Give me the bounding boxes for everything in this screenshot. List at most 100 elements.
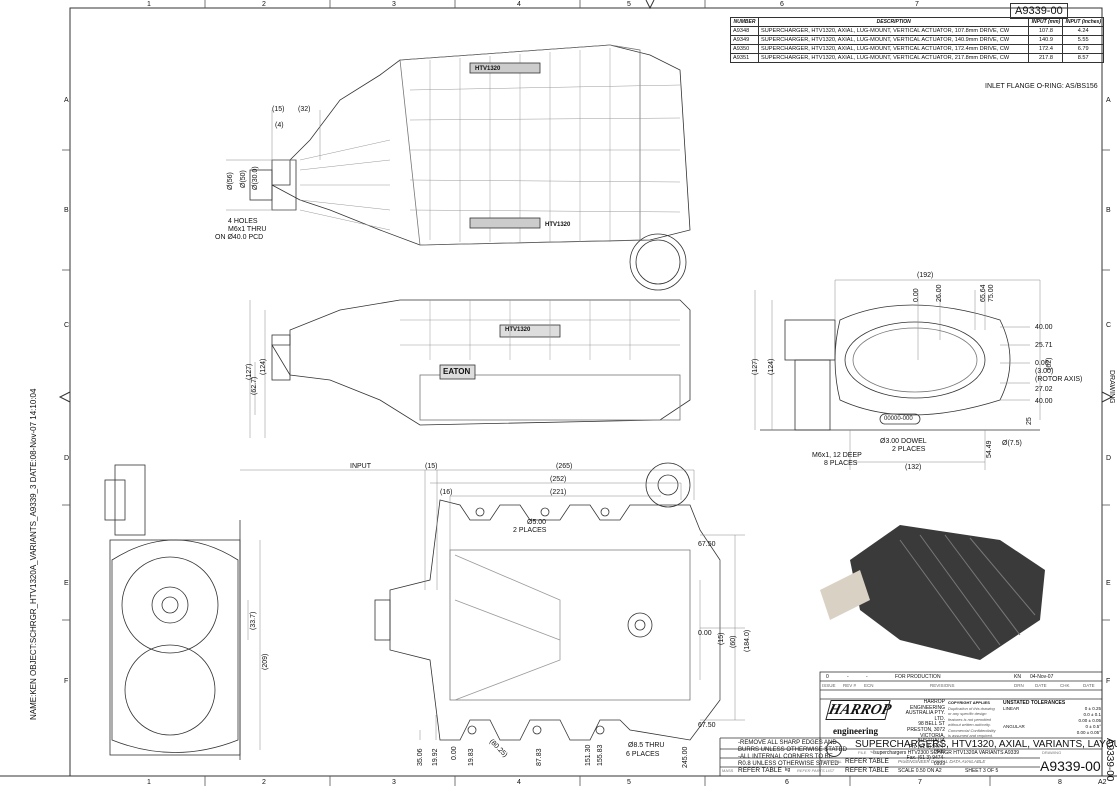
note: M6x1, 12 DEEP <box>812 452 862 459</box>
col-label: 7 <box>915 1 919 8</box>
projection-symbol <box>826 741 842 757</box>
model-label: HTV1320 <box>545 222 571 228</box>
row-label: B <box>1106 207 1111 214</box>
material: REFER TABLE <box>845 758 889 765</box>
dim: (209) <box>262 653 269 670</box>
harrop-logo-sub: engineering <box>833 726 878 736</box>
dim: 155.83 <box>597 744 604 766</box>
col-label: 2 <box>262 779 266 786</box>
dim: (265) <box>556 463 573 470</box>
note: (ROTOR AXIS) <box>1035 376 1083 383</box>
file-path: ~/superchargers HTV2300 SCHRGR HTV1320A … <box>870 750 1020 756</box>
dim: (15) <box>272 106 285 113</box>
row-label: F <box>1106 678 1111 685</box>
col-label: 6 <box>780 1 784 8</box>
note: M6x1 THRU <box>228 226 267 233</box>
col-label: 5 <box>627 779 631 786</box>
dim: (124) <box>260 358 267 375</box>
note: ON Ø40.0 PCD <box>215 234 264 241</box>
rev-header: REVISIONS <box>930 683 955 688</box>
dim: (15) <box>425 463 438 470</box>
dim: Ø(30.0) <box>252 166 259 190</box>
note: R0.8 UNLESS OTHERWISE STATED <box>738 761 839 767</box>
col-label: 6 <box>785 779 789 786</box>
row-label: D <box>1106 455 1112 462</box>
pro-note: Pro/ENGINEER DIGITAL DATA AVAILABLE <box>898 759 986 764</box>
rev-header: CHK <box>1060 683 1070 688</box>
drawing-number: A9339-00 <box>1040 758 1101 774</box>
col-label: 2 <box>262 1 266 8</box>
dim: 0.00 <box>913 288 920 302</box>
dim: (132) <box>905 464 922 471</box>
note: 4 HOLES <box>228 218 258 225</box>
dim: 25 <box>1026 417 1033 425</box>
dim: 40.00 <box>1035 324 1053 331</box>
note: BURRS UNLESS OTHERWISE STATED <box>738 747 848 753</box>
rev-issue: 0 <box>826 674 829 680</box>
dim: 65.64 <box>980 284 987 302</box>
dim: 35.06 <box>417 748 424 766</box>
rev-header: REV # <box>843 683 857 688</box>
mass-unit: kg <box>785 767 791 773</box>
drawing-label: DRAWING <box>1042 750 1062 755</box>
dim: (252) <box>550 476 567 483</box>
dim: (60) <box>730 635 737 648</box>
dim: (16) <box>440 489 453 496</box>
plot-stamp: NAME:KEN OBJECT:SCHRGR_HTV1320A_VARIANTS… <box>29 388 38 720</box>
row-label: A <box>1106 97 1111 104</box>
col-label: 4 <box>517 1 521 8</box>
mass: REFER TABLE <box>738 767 782 774</box>
dim: (33.7) <box>250 611 257 630</box>
col-label: 5 <box>627 1 631 8</box>
row-label: E <box>64 580 69 587</box>
dim: (124) <box>768 358 775 375</box>
dim: (3.00) <box>1035 368 1054 375</box>
note: Ø5.00 <box>527 519 547 526</box>
note: 8 PLACES <box>824 460 858 467</box>
row-label: D <box>64 455 70 462</box>
note: -REMOVE ALL SHARP EDGES AND <box>738 740 837 746</box>
row-label: F <box>64 678 69 685</box>
col-label: 3 <box>392 1 396 8</box>
rev-header: ISSUE <box>822 683 836 688</box>
model-label: HTV1320 <box>505 327 531 333</box>
col-label: 3 <box>392 779 396 786</box>
dim: (62.7) <box>251 376 258 395</box>
dim: (32) <box>298 106 311 113</box>
finish: REFER TABLE <box>845 767 889 774</box>
dim: 40.00 <box>1035 398 1053 405</box>
dim: (221) <box>550 489 567 496</box>
row-label: A <box>64 97 69 104</box>
dim: Ø(56) <box>227 172 234 190</box>
dim: 245.00 <box>682 746 689 768</box>
dim: 0.00 <box>1035 360 1049 367</box>
scale: SCALE 0.50 ON A2 <box>898 768 942 774</box>
drawing-title: SUPERCHARGERS, HTV1320, AXIAL, VARIANTS,… <box>855 739 1117 750</box>
note: Ø8.5 THRU <box>628 742 665 749</box>
file-label: FILE <box>858 750 867 755</box>
row-label: B <box>64 207 69 214</box>
rev-date: 04-Nov-07 <box>1030 674 1054 680</box>
dim: 27.02 <box>1035 386 1053 393</box>
dim: INPUT <box>350 463 371 470</box>
dim: 67.50 <box>698 722 716 729</box>
supercharger-render <box>820 525 1045 660</box>
dim: Ø(50) <box>240 170 247 188</box>
note: Ø3.00 DOWEL <box>880 438 927 445</box>
rev-header: DRN <box>1014 683 1024 688</box>
col-label: 1 <box>147 779 151 786</box>
dim: (192) <box>917 272 934 279</box>
dim: 0.00 <box>451 746 458 760</box>
dim: 67.50 <box>698 541 716 548</box>
rev-header: ECN <box>864 683 874 688</box>
inlet-oring-note: INLET FLANGE O-RING: AS/BS156 <box>985 83 1098 90</box>
rev-ecn: - <box>866 674 868 680</box>
dim: 75.00 <box>988 284 995 302</box>
note: 2 PLACES <box>892 446 926 453</box>
